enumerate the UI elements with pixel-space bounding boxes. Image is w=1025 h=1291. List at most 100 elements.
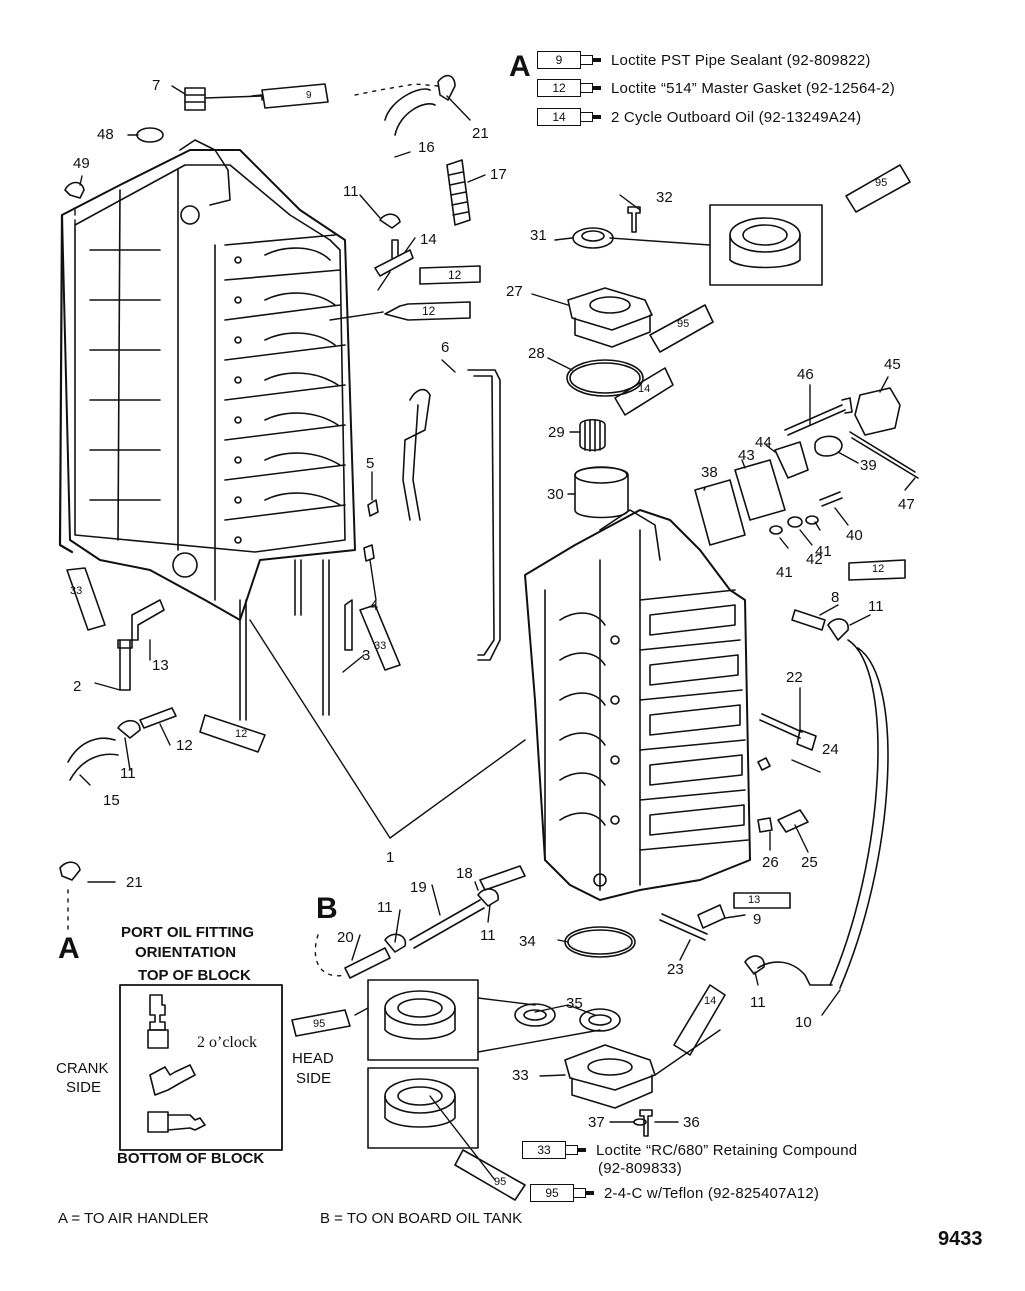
tube-label: 95 — [494, 1176, 507, 1188]
part-35-seal-b — [579, 1008, 621, 1032]
seal-detail-box-upper — [367, 979, 479, 1061]
part-49-clip — [64, 181, 85, 199]
part-15-hose — [67, 737, 119, 781]
callout-49: 49 — [73, 155, 90, 172]
part-36-screw — [639, 1109, 653, 1137]
part-9-fitting — [697, 904, 726, 929]
callout-12: 12 — [176, 737, 193, 754]
figure-number: 9433 — [938, 1228, 983, 1250]
part-27-housing — [567, 287, 653, 348]
part-30-sleeve — [574, 466, 629, 519]
part-20-fitting — [344, 947, 391, 979]
callout-3: 3 — [362, 647, 371, 664]
part-8-fitting — [791, 609, 826, 631]
legend-tube-icon: 95 — [530, 1182, 594, 1204]
callout-36: 36 — [683, 1114, 700, 1131]
tube-label: 95 — [313, 1018, 326, 1030]
part-25-bolt — [777, 809, 809, 833]
callout-9: 9 — [753, 911, 762, 928]
part-6-hose — [402, 388, 431, 521]
part-34-oring — [564, 926, 636, 958]
tube-label: 14 — [704, 995, 717, 1007]
callout-25: 25 — [801, 854, 818, 871]
port-orientation-box — [119, 984, 283, 1151]
part-4-dowel — [363, 544, 375, 562]
part-12-nipple — [139, 707, 177, 729]
callout-31: 31 — [530, 227, 547, 244]
part-28-oring — [566, 359, 644, 397]
cover-studs — [239, 559, 330, 721]
port-fitting-icons — [147, 994, 206, 1133]
head-side-line1: HEAD — [292, 1050, 334, 1067]
marker-a-bottom: A — [58, 932, 80, 965]
part-22-bolt — [759, 713, 803, 739]
part-41b-washer — [805, 515, 819, 525]
callout-2: 2 — [73, 678, 82, 695]
callout-13: 13 — [152, 657, 169, 674]
part-11-clamp-mid2 — [477, 888, 499, 907]
head-side-line2: SIDE — [296, 1070, 332, 1087]
callout-1: 1 — [386, 849, 395, 866]
callout-48: 48 — [97, 126, 114, 143]
part-43-cover — [734, 459, 786, 521]
part-13-tee — [131, 599, 165, 641]
legend-tube-icon: 14 — [537, 106, 601, 128]
callout-28: 28 — [528, 345, 545, 362]
part-39-grommet — [814, 435, 843, 457]
tube-label: 33 — [70, 585, 83, 597]
tube-label: 9 — [306, 90, 312, 101]
part-23-bolt — [659, 913, 708, 941]
legend-row-9: 9 Loctite PST Pipe Sealant (92-809822) — [537, 47, 871, 73]
tube-label: 12 — [235, 728, 248, 740]
callout-11-mid: 11 — [377, 899, 393, 916]
marker-b: B — [316, 892, 338, 925]
applicator-tubes — [66, 83, 911, 1201]
part-48-oring — [136, 127, 164, 143]
part-21-lower-clip — [59, 861, 81, 881]
legend-text: Loctite “RC/680” Retaining Compound — [596, 1141, 858, 1159]
part-5-dowel — [367, 499, 379, 517]
callout-4: 4 — [370, 597, 379, 614]
callout-24: 24 — [822, 741, 839, 758]
footer-b-note: B = TO ON BOARD OIL TANK — [320, 1210, 523, 1227]
part-45-sensor — [854, 387, 901, 436]
callout-27: 27 — [506, 283, 523, 300]
part-11-clamp — [379, 213, 401, 229]
crank-side-line1: CRANK — [56, 1060, 109, 1077]
callout-35: 35 — [566, 995, 583, 1012]
inset-title-line2: ORIENTATION — [135, 944, 237, 961]
part-41-washer — [769, 525, 783, 535]
callout-20: 20 — [337, 929, 354, 946]
inset-bottom-label: BOTTOM OF BLOCK — [117, 1150, 265, 1167]
cylinder-block — [524, 509, 751, 901]
callout-10: 10 — [795, 1014, 812, 1031]
callout-43: 43 — [738, 447, 755, 464]
legend-row-12: 12 Loctite “514” Master Gasket (92-12564… — [537, 75, 895, 101]
part-11-clamp-mid — [384, 933, 407, 953]
callout-5: 5 — [366, 455, 375, 472]
callout-29: 29 — [548, 424, 565, 441]
callout-6: 6 — [441, 339, 450, 356]
callout-41-left: 41 — [776, 564, 793, 581]
tube-label: 14 — [638, 383, 651, 395]
crankcase-cover — [58, 139, 356, 621]
callout-45: 45 — [884, 356, 901, 373]
tube-label: 95 — [677, 318, 690, 330]
part-46-screw — [784, 397, 853, 436]
callout-11-low: 11 — [750, 994, 766, 1011]
callout-41-right: 41 — [815, 543, 832, 560]
legend-text: Loctite PST Pipe Sealant (92-809822) — [611, 51, 871, 69]
callout-30: 30 — [547, 486, 564, 503]
callout-40: 40 — [846, 527, 863, 544]
callout-33: 33 — [512, 1067, 529, 1084]
inset-title-line1: PORT OIL FITTING — [121, 924, 255, 941]
part-18-fitting — [479, 865, 526, 891]
tube-label: 13 — [748, 894, 761, 906]
part-40-screw — [819, 491, 843, 507]
part-47-wire — [849, 431, 919, 479]
part-33-housing — [564, 1044, 656, 1109]
callout-11-left: 11 — [120, 765, 136, 782]
tube-label: 33 — [374, 640, 387, 652]
part-38-plate — [694, 479, 746, 546]
